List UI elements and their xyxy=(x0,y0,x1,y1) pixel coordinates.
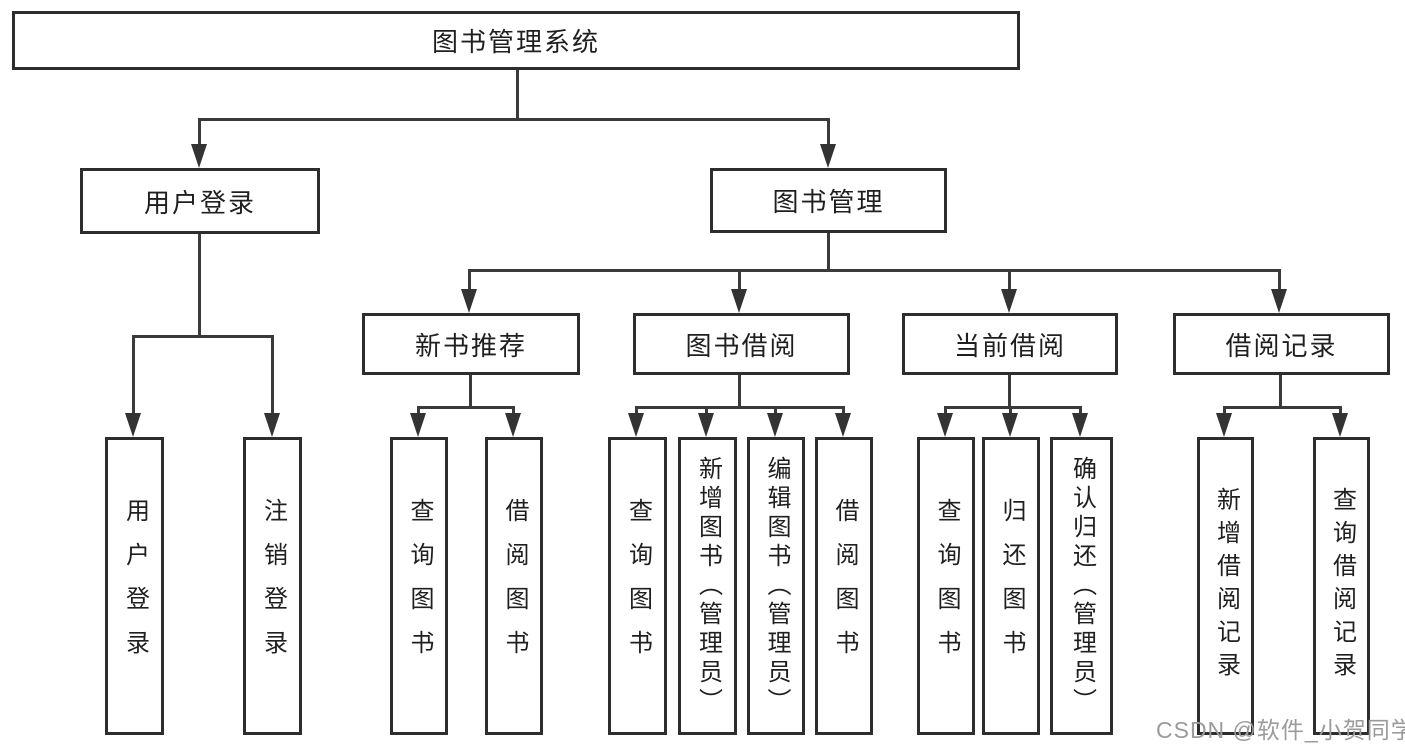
arrow-down-icon xyxy=(628,413,644,437)
arrow-down-icon xyxy=(505,413,521,437)
connector-line xyxy=(944,406,1082,409)
arrow-down-icon xyxy=(1216,413,1232,437)
node-label: 用户登录 xyxy=(143,187,256,218)
leaf-label: 编辑图书（管理员） xyxy=(763,455,790,717)
watermark-csdn: CSDN @软件_小贺同学 xyxy=(1156,717,1405,743)
connector-line xyxy=(774,406,777,416)
connector-line xyxy=(842,406,845,416)
connector-line xyxy=(1223,406,1226,416)
leaf-query-books-recommend: 查询图书 xyxy=(390,437,448,735)
arrow-down-icon xyxy=(767,413,783,437)
arrow-down-icon xyxy=(731,289,747,313)
leaf-label: 查询借阅记录 xyxy=(1328,487,1356,685)
connector-line xyxy=(1008,375,1011,409)
node-borrow-records: 借阅记录 xyxy=(1173,313,1390,375)
arrow-down-icon xyxy=(820,144,836,168)
arrow-down-icon xyxy=(835,413,851,437)
leaf-label: 用户登录 xyxy=(121,498,149,674)
leaf-borrow-books: 借阅图书 xyxy=(815,437,873,735)
node-book-borrow: 图书借阅 xyxy=(633,313,850,375)
connector-line xyxy=(468,269,471,291)
connector-line xyxy=(738,375,741,409)
connector-line xyxy=(1279,375,1282,409)
arrow-down-icon xyxy=(1072,413,1088,437)
node-user-login: 用户登录 xyxy=(80,168,320,234)
node-label: 图书管理 xyxy=(772,187,885,217)
connector-line xyxy=(635,406,638,416)
connector-line xyxy=(1223,406,1342,409)
arrow-down-icon xyxy=(191,144,207,168)
arrow-down-icon xyxy=(1332,413,1348,437)
leaf-label: 查询图书 xyxy=(624,498,652,674)
connector-line xyxy=(1008,269,1011,291)
connector-line xyxy=(1339,406,1342,416)
connector-line xyxy=(738,269,741,291)
leaf-label: 借阅图书 xyxy=(501,498,528,674)
leaf-label: 注销登录 xyxy=(259,498,287,674)
arrow-down-icon xyxy=(461,289,477,313)
arrow-down-icon xyxy=(1271,289,1287,313)
connector-line xyxy=(468,269,1281,272)
arrow-down-icon xyxy=(1002,413,1018,437)
arrow-down-icon xyxy=(1001,289,1017,313)
leaf-add-borrow-record: 新增借阅记录 xyxy=(1197,437,1254,735)
leaf-add-book-admin: 新增图书（管理员） xyxy=(678,437,737,735)
connector-line xyxy=(944,406,947,416)
node-book-management: 图书管理 xyxy=(710,168,947,233)
node-label: 当前借阅 xyxy=(953,330,1066,361)
leaf-label: 查询图书 xyxy=(933,498,960,674)
connector-line xyxy=(469,375,472,409)
node-label: 图书管理系统 xyxy=(431,27,600,57)
connector-line xyxy=(635,406,845,409)
leaf-logout: 注销登录 xyxy=(243,437,302,735)
leaf-confirm-return-admin: 确认归还（管理员） xyxy=(1050,437,1113,735)
connector-line xyxy=(417,406,420,416)
connector-line xyxy=(132,335,274,338)
leaf-query-borrow-record: 查询借阅记录 xyxy=(1313,437,1370,735)
connector-line xyxy=(132,335,135,415)
connector-line xyxy=(198,118,201,148)
leaf-borrow-books-recommend: 借阅图书 xyxy=(485,437,543,735)
node-new-book-recommend: 新书推荐 xyxy=(362,313,580,375)
arrow-down-icon xyxy=(410,413,426,437)
connector-line xyxy=(417,406,515,409)
leaf-user-login: 用户登录 xyxy=(105,437,164,735)
connector-line xyxy=(827,118,830,148)
connector-line xyxy=(1009,406,1012,416)
connector-line xyxy=(827,233,830,272)
connector-line xyxy=(198,234,201,338)
connector-line xyxy=(516,70,519,121)
connector-line xyxy=(271,335,274,415)
connector-line xyxy=(198,118,830,121)
connector-line xyxy=(1079,406,1082,416)
leaf-query-books-current: 查询图书 xyxy=(917,437,975,735)
node-library-management-system: 图书管理系统 xyxy=(12,11,1020,70)
leaf-label: 确认归还（管理员） xyxy=(1068,455,1096,717)
leaf-label: 新增图书（管理员） xyxy=(694,455,722,717)
node-current-borrow: 当前借阅 xyxy=(902,313,1118,375)
leaf-label: 新增借阅记录 xyxy=(1212,487,1240,685)
node-label: 新书推荐 xyxy=(414,330,527,361)
leaf-query-books-borrow: 查询图书 xyxy=(608,437,667,735)
node-label: 借阅记录 xyxy=(1225,330,1338,361)
leaf-return-books: 归还图书 xyxy=(982,437,1040,735)
leaf-label: 借阅图书 xyxy=(831,498,858,674)
connector-line xyxy=(512,406,515,416)
leaf-label: 归还图书 xyxy=(998,498,1025,674)
leaf-edit-book-admin: 编辑图书（管理员） xyxy=(747,437,805,735)
arrow-down-icon xyxy=(937,413,953,437)
arrow-down-icon xyxy=(698,413,714,437)
node-label: 图书借阅 xyxy=(685,330,798,361)
arrow-down-icon xyxy=(264,413,280,437)
leaf-label: 查询图书 xyxy=(406,498,433,674)
arrow-down-icon xyxy=(125,413,141,437)
connector-line xyxy=(1278,269,1281,291)
connector-line xyxy=(705,406,708,416)
